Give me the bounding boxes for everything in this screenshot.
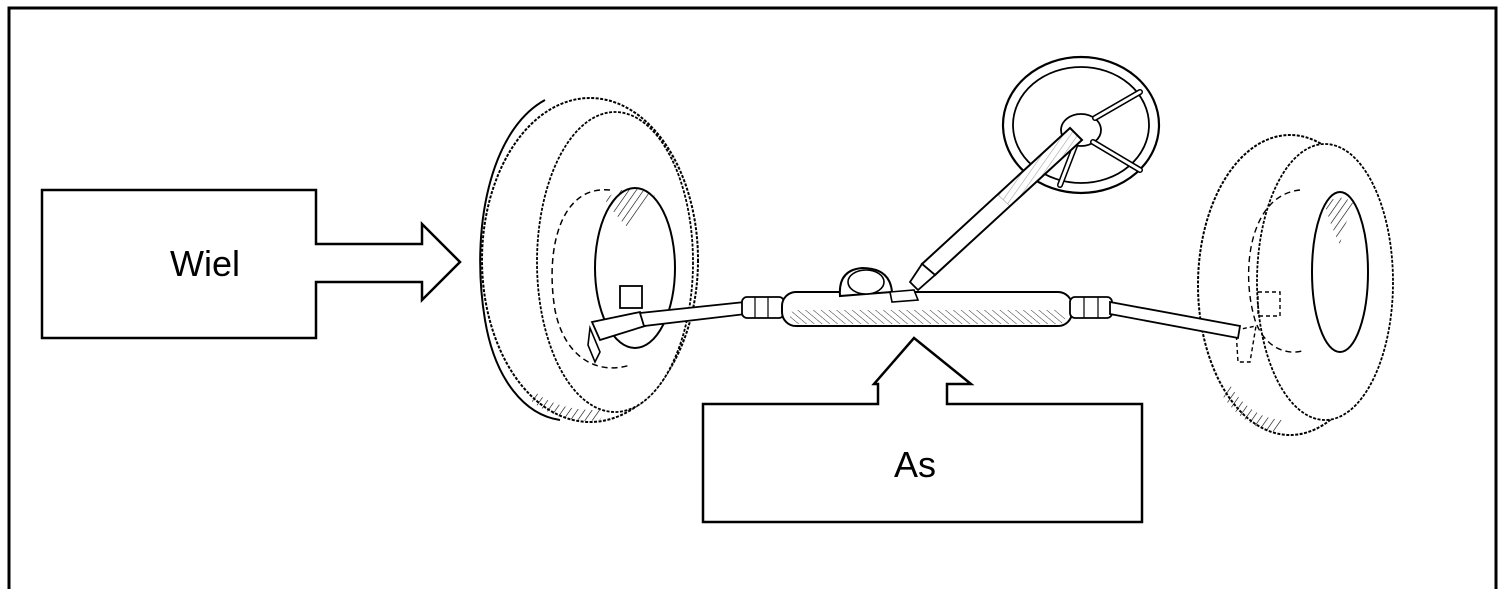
wheel-label: Wiel [170,243,240,284]
left-wheel [479,97,699,423]
wiel-callout-box [40,188,462,340]
right-wheel [1197,134,1394,436]
axle-label: As [893,444,936,485]
diagram-border [7,6,1498,589]
steering-column [908,126,1084,292]
steering-rack [638,266,1242,340]
as-callout-box [701,336,1144,524]
